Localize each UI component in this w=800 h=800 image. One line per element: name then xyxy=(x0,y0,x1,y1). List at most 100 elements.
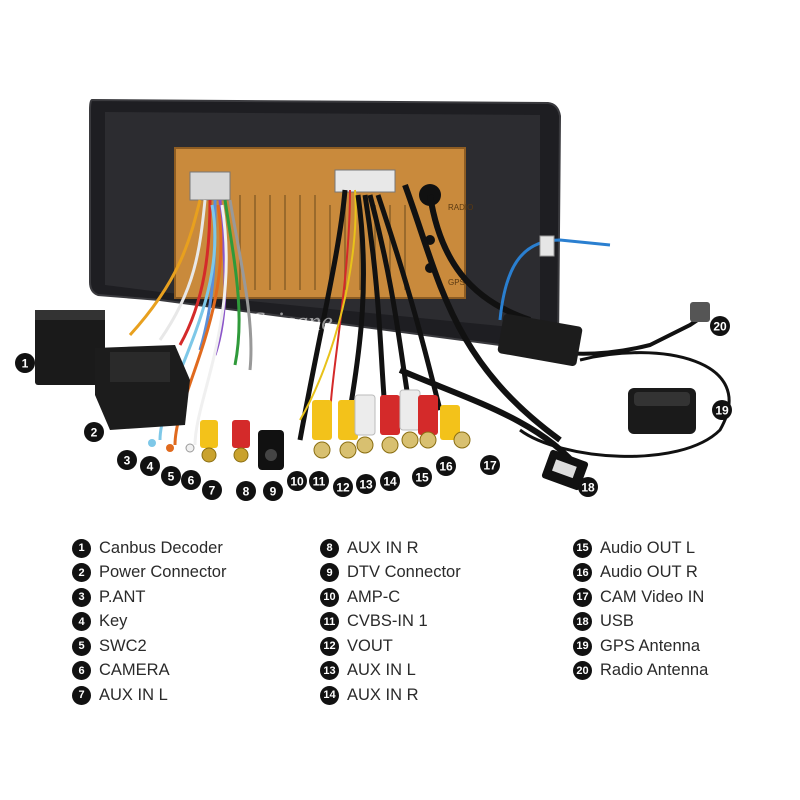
callout-circle xyxy=(117,450,137,470)
callout-18: 18 xyxy=(578,477,598,497)
callout-16: 16 xyxy=(436,456,456,476)
legend-label: CVBS-IN 1 xyxy=(347,612,428,631)
callout-17: 17 xyxy=(480,455,500,475)
callout-19: 19 xyxy=(712,400,732,420)
legend-number-badge: 14 xyxy=(320,685,339,705)
legend-item: 12 VOUT xyxy=(320,634,461,659)
watermark: Seicane xyxy=(252,307,333,336)
callout-number: 11 xyxy=(313,475,326,489)
callout-circle xyxy=(84,422,104,442)
callout-circle xyxy=(15,353,35,373)
legend-number-badge: 11 xyxy=(320,612,339,632)
legend-number-badge: 18 xyxy=(573,612,592,632)
callout-4: 4 xyxy=(140,456,160,476)
legend-number-badge: 8 xyxy=(320,538,339,558)
gps-antenna xyxy=(628,388,696,434)
callout-circle xyxy=(333,477,353,497)
callout-10: 10 xyxy=(287,471,307,491)
legend-label: AUX IN L xyxy=(99,685,168,704)
callout-circle xyxy=(309,471,329,491)
product-photo: RADIO GPS xyxy=(15,98,732,501)
callout-circle xyxy=(287,471,307,491)
legend-number-badge: 17 xyxy=(573,587,592,607)
callout-number: 9 xyxy=(270,485,277,499)
legend-label: AUX IN R xyxy=(347,538,419,557)
callout-circle xyxy=(140,456,160,476)
callout-12: 12 xyxy=(333,477,353,497)
callout-number: 19 xyxy=(715,404,729,418)
callout-circle xyxy=(356,474,376,494)
legend-number-badge: 1 xyxy=(72,538,91,558)
legend-label: AUX IN R xyxy=(347,685,419,704)
callout-circle xyxy=(380,471,400,491)
callout-circle xyxy=(263,481,283,501)
canbus-decoder xyxy=(35,310,105,385)
legend-number-badge: 4 xyxy=(72,612,91,632)
legend-number-badge: 12 xyxy=(320,636,339,656)
legend-number-badge: 10 xyxy=(320,587,339,607)
legend-label: DTV Connector xyxy=(347,563,461,582)
callout-13: 13 xyxy=(356,474,376,494)
callout-circle xyxy=(480,455,500,475)
legend-number-badge: 9 xyxy=(320,563,339,583)
legend-item: 9 DTV Connector xyxy=(320,561,461,586)
callout-number: 14 xyxy=(383,475,397,489)
radio-antenna-adapter xyxy=(497,302,710,367)
callout-number: 12 xyxy=(336,481,350,495)
callout-number: 6 xyxy=(188,474,195,488)
legend-number-badge: 13 xyxy=(320,661,339,681)
callout-number: 10 xyxy=(290,475,304,489)
callout-number: 3 xyxy=(124,454,131,468)
legend-label: Audio OUT L xyxy=(600,538,696,557)
dtv-connector xyxy=(258,430,284,470)
legend-label: CAM Video IN xyxy=(600,587,705,606)
legend-label: CAMERA xyxy=(99,661,170,680)
callout-11: 11 xyxy=(309,471,329,491)
legend-number-badge: 19 xyxy=(573,636,592,656)
callout-circle xyxy=(436,456,456,476)
legend-number-badge: 3 xyxy=(72,587,91,607)
legend-item: 5 SWC2 xyxy=(72,634,226,659)
legend-label: P.ANT xyxy=(99,587,146,606)
callout-circle xyxy=(712,400,732,420)
callout-number: 13 xyxy=(359,478,373,492)
callout-number: 7 xyxy=(209,484,216,498)
legend-label: VOUT xyxy=(347,636,393,655)
callout-circle xyxy=(202,480,222,500)
usb-connector xyxy=(541,449,589,491)
callout-6: 6 xyxy=(181,470,201,490)
callout-14: 14 xyxy=(380,471,400,491)
callout-circle xyxy=(236,481,256,501)
rca-plug-aux-in-l xyxy=(200,420,218,463)
legend-label: Canbus Decoder xyxy=(99,538,223,557)
legend-number-badge: 16 xyxy=(573,563,592,583)
callout-8: 8 xyxy=(236,481,256,501)
legend-number-badge: 5 xyxy=(72,636,91,656)
power-connector xyxy=(95,345,190,430)
callout-5: 5 xyxy=(161,466,181,486)
callout-circle xyxy=(181,470,201,490)
legend-label: USB xyxy=(600,612,634,631)
callout-number: 17 xyxy=(483,459,497,473)
callout-number: 20 xyxy=(713,320,727,334)
key-swc-camera-wires xyxy=(148,439,195,453)
legend-label: SWC2 xyxy=(99,636,147,655)
legend-item: 18 USB xyxy=(573,610,708,635)
callout-number: 8 xyxy=(243,485,250,499)
legend-label: Key xyxy=(99,612,128,631)
callout-circle xyxy=(412,467,432,487)
callout-circle xyxy=(578,477,598,497)
callout-15: 15 xyxy=(412,467,432,487)
callout-3: 3 xyxy=(117,450,137,470)
legend-label: Radio Antenna xyxy=(600,661,709,680)
